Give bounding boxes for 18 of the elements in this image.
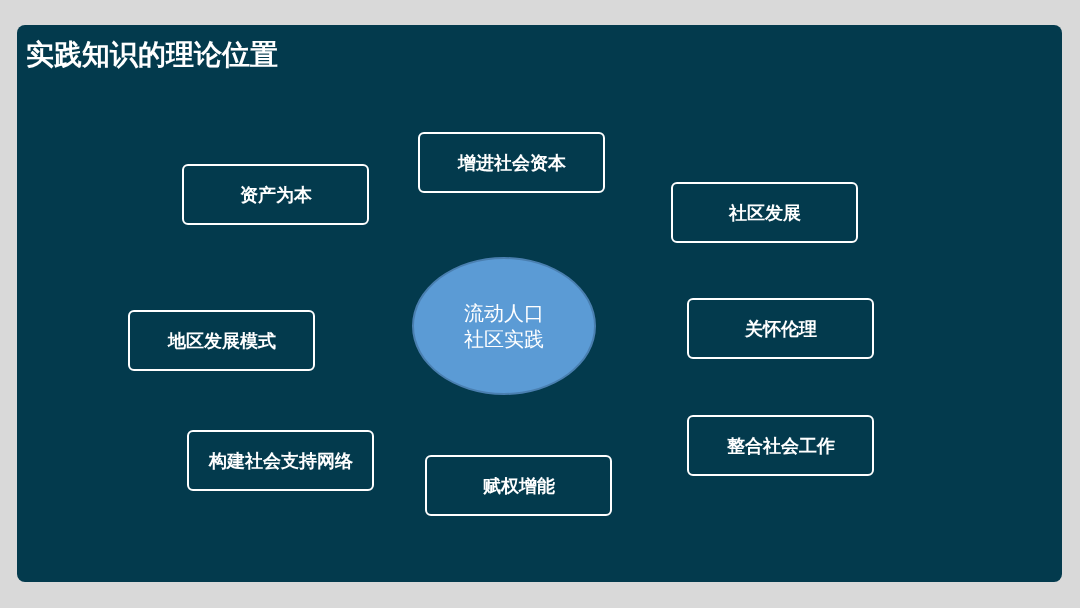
node-label: 构建社会支持网络	[208, 449, 353, 473]
topic-box	[687, 415, 874, 476]
node-label: 关怀伦理	[744, 317, 817, 341]
node-label: 地区发展模式	[167, 329, 276, 353]
topic-box	[671, 182, 858, 243]
node-label: 资产为本	[239, 183, 312, 207]
topic-box	[418, 132, 605, 193]
node-label: 增进社会资本	[457, 151, 566, 175]
topic-box	[128, 310, 315, 371]
topic-box	[425, 455, 612, 516]
title: 实践知识的理论位置	[26, 37, 278, 72]
node-label: 社区发展	[728, 201, 801, 225]
topic-box	[187, 430, 374, 491]
topic-box	[687, 298, 874, 359]
node-label: 赋权增能	[482, 474, 555, 498]
node-label: 整合社会工作	[726, 434, 835, 458]
topic-box	[182, 164, 369, 225]
node-label: 流动人口社区实践	[463, 300, 545, 352]
